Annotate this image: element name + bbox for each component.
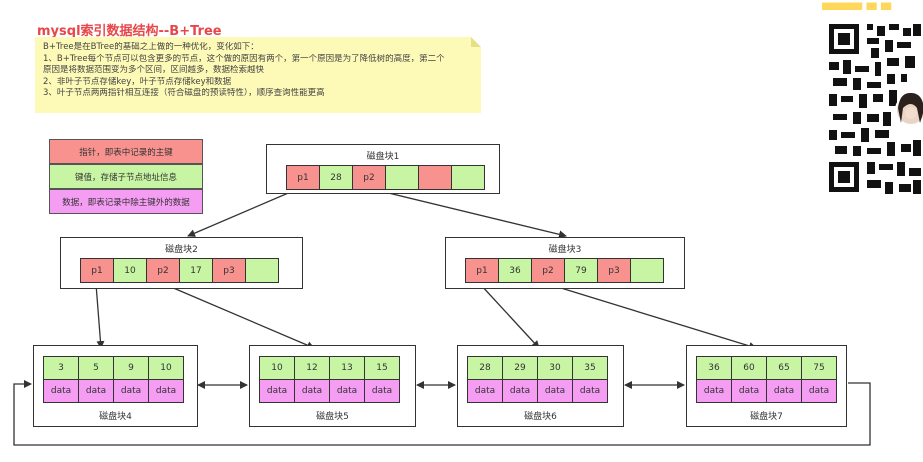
data-cell: data (294, 379, 330, 403)
node-label: 磁盘块4 (99, 412, 132, 422)
pointer-arrow (95, 283, 105, 349)
pointer-cell: p3 (597, 258, 631, 283)
key-cell: 10 (148, 356, 184, 380)
pointer-cell (418, 165, 452, 190)
data-cell: data (148, 379, 184, 403)
key-cell (245, 258, 279, 283)
note-line: 3、叶子节点两两指针相互连接（符合磁盘的预读特性），顺序查询性能更高 (43, 88, 325, 98)
node-label: 磁盘块6 (524, 412, 557, 422)
key-cell: 75 (801, 356, 837, 380)
note-line: B+Tree是在BTree的基础之上做的一种优化，变化如下： (43, 42, 259, 52)
key-cell: 10 (113, 258, 147, 283)
data-cell: data (329, 379, 365, 403)
data-cell: data (766, 379, 802, 403)
key-cell (385, 165, 419, 190)
node-internal-2: 磁盘块2 p1 10 p2 17 p3 (60, 237, 303, 289)
data-cell: data (467, 379, 503, 403)
node-internal-3: 磁盘块3 p1 36 p2 79 p3 (445, 237, 685, 289)
pointer-arrow (163, 283, 315, 349)
node-label: 磁盘块2 (165, 245, 198, 255)
banner-fragment: ▄▄▄▄ ▄ ▄ ▄▄▄ (822, 0, 892, 10)
key-cell: 65 (766, 356, 802, 380)
pointer-cell: p3 (212, 258, 246, 283)
key-cell: 3 (43, 356, 79, 380)
pointer-arrow (367, 187, 567, 239)
pointer-arrow (479, 283, 540, 349)
data-cell: data (113, 379, 149, 403)
node-root: 磁盘块1 p1 28 p2 (266, 144, 500, 194)
key-cell: 60 (731, 356, 767, 380)
data-cell: data (537, 379, 573, 403)
pointer-arrow (547, 283, 757, 350)
pointer-cell: p2 (146, 258, 180, 283)
legend-pointer: 指针，即表中记录的主键 (49, 139, 203, 164)
node-leaf-5: 10 12 13 15 data data data data 磁盘块5 (249, 345, 416, 427)
note-line: 2、非叶子节点存储key，叶子节点存储key和数据 (43, 76, 232, 87)
note-line: 原因是将数据范围变为多个区间，区间越多，数据检索越快 (43, 65, 265, 75)
pointer-cell: p2 (352, 165, 386, 190)
key-cell: 29 (502, 356, 538, 380)
key-cell: 79 (564, 258, 598, 283)
note-line: 1、B+Tree每个节点可以包含更多的节点，这个做的原因有两个，第一个原因是为了… (43, 53, 445, 64)
node-leaf-4: 3 5 9 10 data data data data 磁盘块4 (33, 345, 198, 427)
key-cell: 10 (259, 356, 295, 380)
pointer-cell: p1 (465, 258, 499, 283)
node-leaf-6: 28 29 30 35 data data data data 磁盘块6 (457, 345, 624, 427)
key-cell (630, 258, 664, 283)
key-cell: 15 (364, 356, 400, 380)
node-label: 磁盘块3 (548, 245, 582, 255)
key-cell: 9 (113, 356, 149, 380)
data-cell: data (502, 379, 538, 403)
note-fold (471, 37, 481, 47)
node-label: 磁盘块5 (316, 412, 349, 422)
data-cell: data (43, 379, 79, 403)
node-label: 磁盘块1 (366, 152, 400, 162)
pointer-arrow (187, 187, 301, 237)
legend-key: 键值，存储子节点地址信息 (49, 164, 203, 189)
data-cell: data (259, 379, 295, 403)
leaf-loop-connector (13, 380, 871, 446)
data-cell: data (696, 379, 732, 403)
key-cell: 17 (179, 258, 213, 283)
key-cell: 28 (319, 165, 353, 190)
node-label: 磁盘块7 (750, 412, 783, 422)
qr-code-image (827, 22, 923, 198)
data-cell: data (364, 379, 400, 403)
key-cell: 30 (537, 356, 573, 380)
key-cell (451, 165, 485, 190)
key-cell: 36 (696, 356, 732, 380)
note-panel: B+Tree是在BTree的基础之上做的一种优化，变化如下： 1、B+Tree每… (35, 37, 481, 113)
key-cell: 12 (294, 356, 330, 380)
node-leaf-7: 36 60 65 75 data data data data 磁盘块7 (686, 345, 847, 427)
data-cell: data (78, 379, 114, 403)
pointer-cell: p1 (286, 165, 320, 190)
data-cell: data (801, 379, 837, 403)
legend-data: 数据，即表记录中除主键外的数据 (49, 189, 203, 214)
key-cell: 5 (78, 356, 114, 380)
key-cell: 36 (498, 258, 532, 283)
pointer-cell: p2 (531, 258, 565, 283)
page-title: mysql索引数据结构--B+Tree (37, 24, 222, 39)
data-cell: data (731, 379, 767, 403)
pointer-cell: p1 (80, 258, 114, 283)
key-cell: 13 (329, 356, 365, 380)
key-cell: 28 (467, 356, 503, 380)
data-cell: data (572, 379, 608, 403)
key-cell: 35 (572, 356, 608, 380)
